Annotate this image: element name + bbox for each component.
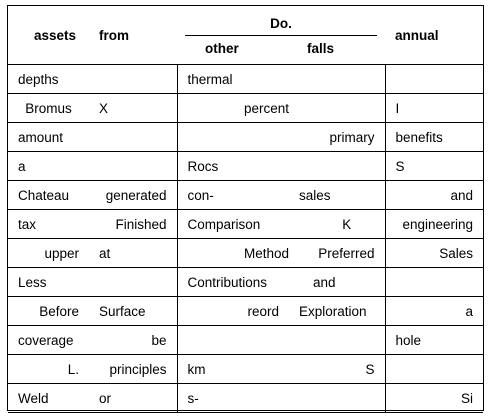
table-row: tax Finished Comparison K engineering [8, 209, 483, 239]
cell [89, 64, 178, 94]
cell: tax [8, 209, 89, 239]
header-falls: falls [289, 36, 385, 65]
cell [289, 325, 386, 355]
cell: Rocs [177, 151, 289, 181]
cell: a [8, 151, 89, 181]
header-from: from [89, 6, 177, 65]
table-row: Less Contributions and [8, 267, 483, 297]
header-group-rule [185, 35, 377, 36]
cell [289, 64, 386, 94]
cell: Less [8, 267, 89, 297]
cell [289, 383, 386, 413]
cell: and [385, 180, 483, 210]
table-row: amount primary benefits [8, 122, 483, 152]
cell [385, 354, 483, 384]
table-body: depths thermal Bromus X percent I amount… [8, 64, 483, 413]
cell: S [289, 354, 386, 384]
cell: generated [89, 180, 178, 210]
cell: Chateau [8, 180, 89, 210]
cell: Contributions [177, 267, 289, 297]
cell: s- [177, 383, 289, 413]
cell: Finished [89, 209, 178, 239]
table-row: upper at Method Preferred Sales [8, 238, 483, 268]
cell: engineering [385, 209, 483, 239]
cell: principles [89, 354, 178, 384]
cell: or [89, 383, 178, 413]
table-row: Before Surface reord Exploration a [8, 296, 483, 326]
cell: L. [8, 354, 89, 384]
cell: a [385, 296, 483, 326]
cell: I [385, 93, 483, 123]
header-other: other [177, 36, 289, 65]
cell [385, 64, 483, 94]
table-row: Chateau generated con- sales and [8, 180, 483, 210]
table-row: a Rocs S [8, 151, 483, 181]
cell: Si [385, 383, 483, 413]
header-annual: annual [385, 6, 483, 65]
cell: amount [8, 122, 89, 152]
cell [89, 267, 178, 297]
cell: upper [8, 238, 89, 268]
table-row: L. principles km S [8, 354, 483, 384]
table-row: Bromus X percent I [8, 93, 483, 123]
data-table: assets from Do. annual other falls depth… [8, 6, 483, 413]
cell [385, 267, 483, 297]
cell: Method [177, 238, 289, 268]
cell: Preferred [289, 238, 386, 268]
cell: km [177, 354, 289, 384]
table-header: assets from Do. annual other falls [8, 6, 483, 65]
cell: at [89, 238, 178, 268]
cell: coverage [8, 325, 89, 355]
cell: Comparison [177, 209, 289, 239]
cell [89, 151, 178, 181]
cell [289, 93, 386, 123]
cell [289, 151, 386, 181]
cell [177, 122, 289, 152]
table-row: coverage be hole [8, 325, 483, 355]
cell: and [289, 267, 386, 297]
table-row: depths thermal [8, 64, 483, 94]
cell: be [89, 325, 178, 355]
cell: Before [8, 296, 89, 326]
cell: sales [289, 180, 386, 210]
table-row: Weld or s- Si [8, 383, 483, 413]
data-table-frame: assets from Do. annual other falls depth… [7, 5, 484, 413]
cell [177, 325, 289, 355]
cell: hole [385, 325, 483, 355]
cell: con- [177, 180, 289, 210]
header-group-label: Do. [270, 15, 292, 31]
cell: percent [177, 93, 289, 123]
cell: benefits [385, 122, 483, 152]
cell: Bromus [8, 93, 89, 123]
header-group-do: Do. [177, 6, 385, 36]
cell: S [385, 151, 483, 181]
cell: K [289, 209, 386, 239]
cell: X [89, 93, 178, 123]
cell: Surface [89, 296, 178, 326]
cell: reord [177, 296, 289, 326]
cell: primary [289, 122, 386, 152]
header-assets: assets [8, 6, 89, 65]
cell: depths [8, 64, 89, 94]
cell: Weld [8, 383, 89, 413]
cell: Sales [385, 238, 483, 268]
cell [89, 122, 178, 152]
cell: Exploration [289, 296, 386, 326]
cell: thermal [177, 64, 289, 94]
